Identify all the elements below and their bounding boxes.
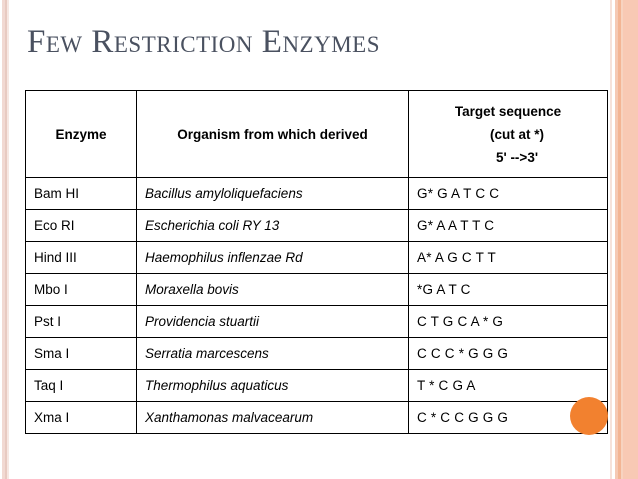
column-header-organism: Organism from which derived [136, 90, 409, 178]
cell-organism: Bacillus amyloliquefaciens [136, 177, 409, 210]
cell-enzyme: Hind III [25, 241, 137, 274]
table-row: Mbo I Moraxella bovis *G A T C [25, 273, 608, 306]
table-header-row: Enzyme Organism from which derived Targe… [25, 90, 608, 178]
cell-target: *G A T C [408, 273, 608, 306]
left-edge-stripe-2 [5, 0, 7, 479]
table-row: Taq I Thermophilus aquaticus T * C G A [25, 369, 608, 402]
right-edge-stripe-6 [623, 0, 638, 479]
restriction-enzyme-table: Enzyme Organism from which derived Targe… [25, 90, 608, 434]
cell-organism: Providencia stuartii [136, 305, 409, 338]
cell-enzyme: Eco RI [25, 209, 137, 242]
column-header-enzyme: Enzyme [25, 90, 137, 178]
left-edge-stripe-3 [7, 0, 9, 479]
cell-organism: Serratia marcescens [136, 337, 409, 370]
cell-enzyme: Mbo I [25, 273, 137, 306]
cell-target: C T G C A * G [408, 305, 608, 338]
cell-organism: Xanthamonas malvacearum [136, 401, 409, 434]
table-row: Sma I Serratia marcescens C C C * G G G [25, 337, 608, 370]
table-row: Bam HI Bacillus amyloliquefaciens G* G A… [25, 177, 608, 210]
table-row: Xma I Xanthamonas malvacearum C * C C G … [25, 401, 608, 434]
right-edge-stripe-2 [612, 0, 615, 479]
cell-enzyme: Sma I [25, 337, 137, 370]
right-edge-stripe-3 [615, 0, 618, 479]
table-header: Enzyme Organism from which derived Targe… [25, 90, 608, 178]
right-edge-stripe-5 [621, 0, 623, 479]
cell-enzyme: Xma I [25, 401, 137, 434]
cell-organism: Haemophilus inflenzae Rd [136, 241, 409, 274]
target-header-line-3: 5' -->3' [495, 149, 539, 165]
column-header-target-sequence: Target sequence (cut at *) 5' -->3' [408, 90, 608, 178]
target-header-line-1: Target sequence [454, 103, 562, 119]
cell-organism: Moraxella bovis [136, 273, 409, 306]
cell-target: C C C * G G G [408, 337, 608, 370]
cell-organism: Escherichia coli RY 13 [136, 209, 409, 242]
cell-enzyme: Pst I [25, 305, 137, 338]
table-row: Hind III Haemophilus inflenzae Rd A* A G… [25, 241, 608, 274]
target-header-line-2: (cut at *) [490, 126, 544, 142]
orange-circle-decoration [570, 397, 608, 435]
cell-organism: Thermophilus aquaticus [136, 369, 409, 402]
cell-target: G* G A T C C [408, 177, 608, 210]
cell-enzyme: Taq I [25, 369, 137, 402]
cell-target: T * C G A [408, 369, 608, 402]
table-row: Eco RI Escherichia coli RY 13 G* A A T T… [25, 209, 608, 242]
cell-target: G* A A T T C [408, 209, 608, 242]
right-edge-stripe-4 [618, 0, 621, 479]
right-edge-stripe-1 [610, 0, 612, 479]
cell-enzyme: Bam HI [25, 177, 137, 210]
table-row: Pst I Providencia stuartii C T G C A * G [25, 305, 608, 338]
cell-target: A* A G C T T [408, 241, 608, 274]
table-body: Bam HI Bacillus amyloliquefaciens G* G A… [25, 177, 608, 434]
page-title: Few Restriction Enzymes [27, 24, 380, 60]
left-edge-stripe-1 [2, 0, 5, 479]
